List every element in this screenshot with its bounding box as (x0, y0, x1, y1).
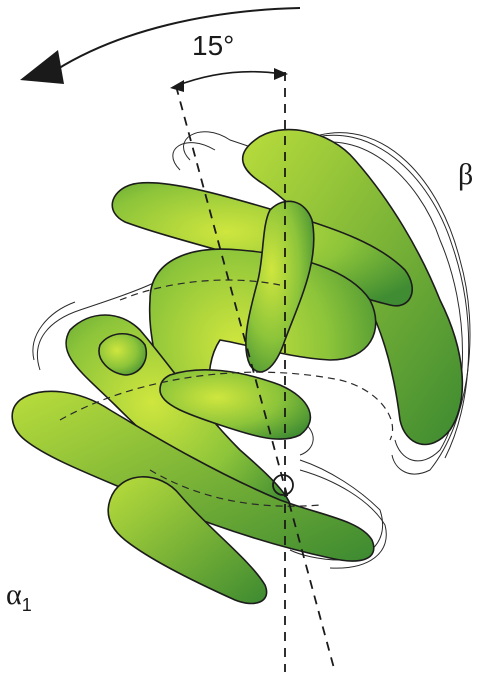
alpha-subunit-label: α1 (6, 578, 32, 616)
protein-strands (12, 130, 462, 604)
alpha-subscript: 1 (22, 595, 32, 615)
rotation-arrow-head-icon (20, 50, 64, 84)
angle-arc (170, 68, 288, 92)
angle-label: 15° (192, 30, 234, 62)
beta-subunit-label: β (458, 158, 473, 192)
alpha-symbol: α (6, 578, 22, 611)
